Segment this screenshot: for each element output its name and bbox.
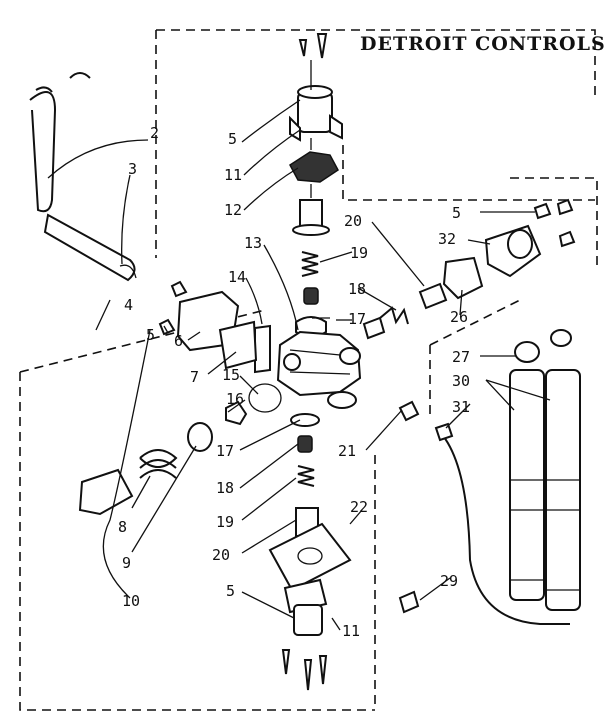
callout-18-lower: 18: [216, 479, 234, 497]
callout-20-upper: 20: [344, 212, 362, 230]
callout-15: 15: [222, 366, 240, 384]
callout-29: 29: [440, 572, 458, 590]
right-side-parts: [362, 198, 576, 340]
right-hoses: [398, 329, 581, 625]
callout-4: 4: [124, 296, 133, 314]
lower-valve-assembly: [268, 413, 352, 691]
dashed-boundaries: [19, 29, 598, 711]
callout-5-bottom: 5: [226, 582, 235, 600]
callout-20-lower: 20: [212, 546, 230, 564]
callout-32: 32: [438, 230, 456, 248]
callout-5-right: 5: [452, 204, 461, 222]
callout-5-left: 5: [146, 326, 155, 344]
callout-16: 16: [226, 390, 244, 408]
callout-11-top: 11: [224, 166, 242, 184]
callout-9: 9: [122, 554, 131, 572]
callout-22: 22: [350, 498, 368, 516]
left-side-parts: [78, 280, 282, 516]
callout-7: 7: [190, 368, 199, 386]
callout-27: 27: [452, 348, 470, 366]
callout-3: 3: [128, 160, 137, 178]
callout-30: 30: [452, 372, 470, 390]
callout-8: 8: [118, 518, 127, 536]
upper-valve-assembly: [289, 33, 343, 236]
callout-26: 26: [450, 308, 468, 326]
callout-12: 12: [224, 201, 242, 219]
callout-31: 31: [452, 398, 470, 416]
callout-13: 13: [244, 234, 262, 252]
diagram-title: DETROIT CONTROLS: [360, 33, 606, 55]
callout-18-upper: 18: [348, 280, 366, 298]
upper-spring-stack: [295, 251, 327, 338]
callout-19-lower: 19: [216, 513, 234, 531]
callout-labels: 2 3 4 5 6 7 8 9 10 5 11 12 13 14 15 16 1…: [118, 124, 470, 640]
callout-21: 21: [338, 442, 356, 460]
leader-lines: [47, 99, 551, 631]
callout-17-upper: 17: [348, 310, 366, 328]
callout-19-upper: 19: [350, 244, 368, 262]
callout-14: 14: [228, 268, 246, 286]
callout-11-bottom: 11: [342, 622, 360, 640]
callout-6: 6: [174, 332, 183, 350]
callout-10: 10: [122, 592, 140, 610]
main-valve-body: [276, 330, 362, 409]
hose-part: [29, 72, 137, 282]
callout-2: 2: [150, 124, 159, 142]
callout-17-lower: 17: [216, 442, 234, 460]
callout-5-top: 5: [228, 130, 237, 148]
